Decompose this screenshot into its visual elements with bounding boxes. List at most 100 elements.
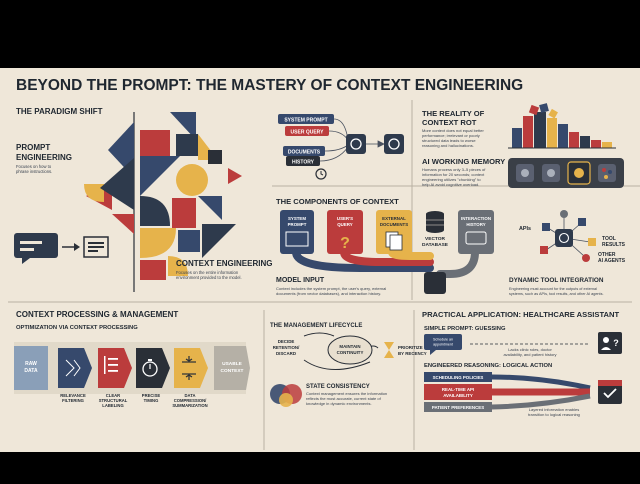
prompt-engineering-desc-2: phrase instructions. xyxy=(16,169,52,174)
chat-bubble-icon xyxy=(14,233,58,264)
healthcare-title: PRACTICAL APPLICATION: HEALTHCARE ASSIST… xyxy=(422,310,620,319)
simple-prompt-title: SIMPLE PROMPT: GUESSING xyxy=(424,326,506,332)
central-ai-hub-icon xyxy=(555,229,573,247)
ai-model-output-icon xyxy=(384,134,404,154)
optimization-subtitle: OPTIMIZATION VIA CONTEXT PROCESSING xyxy=(16,325,138,331)
working-memory-desc-1: Humans process only 3–5 pieces of xyxy=(422,167,486,172)
vector-database-icon xyxy=(426,211,444,233)
components-section: THE COMPONENTS OF CONTEXT SYSTEM PROMPT … xyxy=(276,197,494,296)
history-chat-icon xyxy=(465,231,487,245)
working-memory-desc-2: information for 20 seconds; context xyxy=(422,172,485,177)
context-flow-section: SYSTEM PROMPT USER QUERY DOCUMENTS HISTO… xyxy=(278,114,404,180)
layer-scheduling-policies: SCHEDULING POLICIES xyxy=(424,372,492,382)
svg-text:TIMING: TIMING xyxy=(144,398,159,403)
context-rot-desc-3: structured data leads to worse xyxy=(422,138,476,143)
memory-chunks-graphic xyxy=(508,158,624,188)
svg-text:MAINTAIN: MAINTAIN xyxy=(339,344,360,349)
context-engineering-desc-2: environment provided to the model. xyxy=(176,275,242,280)
layered-info-desc-2: transition to logical reasoning xyxy=(528,412,580,417)
top-letterbox xyxy=(0,0,640,68)
svg-text:PRECISE: PRECISE xyxy=(142,393,161,398)
tool-block-icon xyxy=(578,218,586,226)
svg-text:RETENTION/: RETENTION/ xyxy=(273,345,300,350)
context-rot-title-1: THE REALITY OF xyxy=(422,109,485,118)
svg-text:FILTERING: FILTERING xyxy=(62,398,84,403)
working-memory-title: AI WORKING MEMORY xyxy=(422,157,505,166)
state-consistency-desc-3: knowledge in dynamic environments. xyxy=(306,401,372,406)
calendar-check-icon xyxy=(598,380,622,404)
history-clock-icon xyxy=(315,168,327,180)
svg-text:SYSTEM: SYSTEM xyxy=(288,216,306,221)
arrow-right-icon xyxy=(62,243,80,251)
management-lifecycle-section: THE MANAGEMENT LIFECYCLE DECIDE RETENTIO… xyxy=(270,323,427,407)
paradigm-shift-section: THE PARADIGM SHIFT PROMPT ENGINEERING Fo… xyxy=(14,107,272,292)
context-rot-title-2: CONTEXT ROT xyxy=(422,118,477,127)
svg-text:EXTERNAL: EXTERNAL xyxy=(382,216,406,221)
tool-results-label-2: RESULTS xyxy=(602,242,626,248)
lacks-info-desc-1: Lacks clinic roles, doctor xyxy=(508,347,552,352)
lifecycle-node-prioritize: PRIORITIZE BY RECENCY xyxy=(384,342,427,358)
svg-text:STRUCTURAL: STRUCTURAL xyxy=(99,398,128,403)
svg-text:SCHEDULING POLICIES: SCHEDULING POLICIES xyxy=(433,375,484,380)
model-input-desc-1: Context includes the system prompt, the … xyxy=(276,286,386,291)
component-card-interaction-history: INTERACTION HISTORY xyxy=(458,210,494,254)
svg-text:USER'S: USER'S xyxy=(337,216,353,221)
svg-text:USER QUERY: USER QUERY xyxy=(291,130,325,136)
apis-label: APIs xyxy=(519,226,531,232)
state-consistency-title: STATE CONSISTENCY xyxy=(306,384,370,390)
prompt-engineering-title-1: PROMPT xyxy=(16,143,50,152)
component-card-user-query: USER'S QUERY ? xyxy=(327,210,363,254)
svg-text:appointment: appointment xyxy=(433,343,453,347)
lifecycle-title: THE MANAGEMENT LIFECYCLE xyxy=(270,323,362,329)
svg-text:COMPRESSION/: COMPRESSION/ xyxy=(174,398,207,403)
flow-label-documents: DOCUMENTS xyxy=(283,146,325,156)
sort-list-icon xyxy=(104,356,118,374)
svg-text:DATA: DATA xyxy=(184,393,195,398)
step-data-compression: DATA COMPRESSION/ SUMMARIZATION xyxy=(172,348,208,408)
lacks-info-desc-2: availability, and patient history xyxy=(503,352,556,357)
step-precise-timing: PRECISE TIMING xyxy=(136,348,170,403)
svg-text:SYSTEM PROMPT: SYSTEM PROMPT xyxy=(284,118,327,124)
svg-text:DOCUMENTS: DOCUMENTS xyxy=(288,150,321,156)
paradigm-heading: THE PARADIGM SHIFT xyxy=(16,107,103,116)
svg-text:CONTEXT: CONTEXT xyxy=(221,368,244,374)
stopwatch-icon xyxy=(142,359,158,377)
raw-data-block: RAW DATA xyxy=(14,346,48,390)
layered-info-desc-1: Layered information enables xyxy=(529,407,579,412)
component-card-external-documents: EXTERNAL DOCUMENTS xyxy=(376,210,412,254)
context-engineering-desc-1: Focuses on the entire information xyxy=(176,270,239,275)
layer-real-time-api: REAL-TIME API AVAILABILITY xyxy=(424,384,492,400)
svg-text:HISTORY: HISTORY xyxy=(292,160,315,166)
context-rot-desc-4: reasoning and hallucinations. xyxy=(422,143,474,148)
prompt-engineering-desc-1: Focuses on how to xyxy=(16,164,52,169)
tool-integration-desc-1: Engineering must account for the outputs… xyxy=(509,287,597,291)
gear-icon xyxy=(560,210,568,218)
step-structural-labeling: CLEAR STRUCTURAL LABELING xyxy=(98,348,132,408)
svg-text:PRIORITIZE: PRIORITIZE xyxy=(398,345,423,350)
flow-label-user-query: USER QUERY xyxy=(285,126,329,136)
other-agents-label-2: AI AGENTS xyxy=(598,258,626,264)
svg-text:BY RECENCY: BY RECENCY xyxy=(398,351,427,356)
context-processing-section: CONTEXT PROCESSING & MANAGEMENT OPTIMIZA… xyxy=(14,310,250,408)
context-rot-bar-graphic xyxy=(508,103,616,149)
svg-text:INTERACTION: INTERACTION xyxy=(461,216,491,221)
layered-ribbons xyxy=(491,374,591,410)
svg-text:Schedule an: Schedule an xyxy=(433,338,453,342)
state-consistency-desc-1: Context management ensures the informati… xyxy=(306,391,387,396)
working-memory-section: AI WORKING MEMORY Humans process only 3–… xyxy=(422,157,624,188)
usable-context-block: USABLE CONTEXT xyxy=(214,346,250,390)
svg-text:QUERY: QUERY xyxy=(337,222,353,227)
context-processing-title: CONTEXT PROCESSING & MANAGEMENT xyxy=(16,310,178,319)
other-agents-label-1: OTHER xyxy=(598,252,616,258)
components-title: THE COMPONENTS OF CONTEXT xyxy=(276,197,399,206)
context-engineering-title: CONTEXT ENGINEERING xyxy=(176,259,272,268)
window-icon xyxy=(285,231,309,247)
prompt-engineering-title-2: ENGINEERING xyxy=(16,153,72,162)
lifecycle-node-maintain: MAINTAIN CONTINUITY xyxy=(327,335,373,365)
context-rot-section: THE REALITY OF CONTEXT ROT More context … xyxy=(422,103,616,149)
svg-text:PROMPT: PROMPT xyxy=(288,222,307,227)
svg-text:DATA: DATA xyxy=(24,368,38,374)
api-block-red-icon xyxy=(540,246,548,254)
